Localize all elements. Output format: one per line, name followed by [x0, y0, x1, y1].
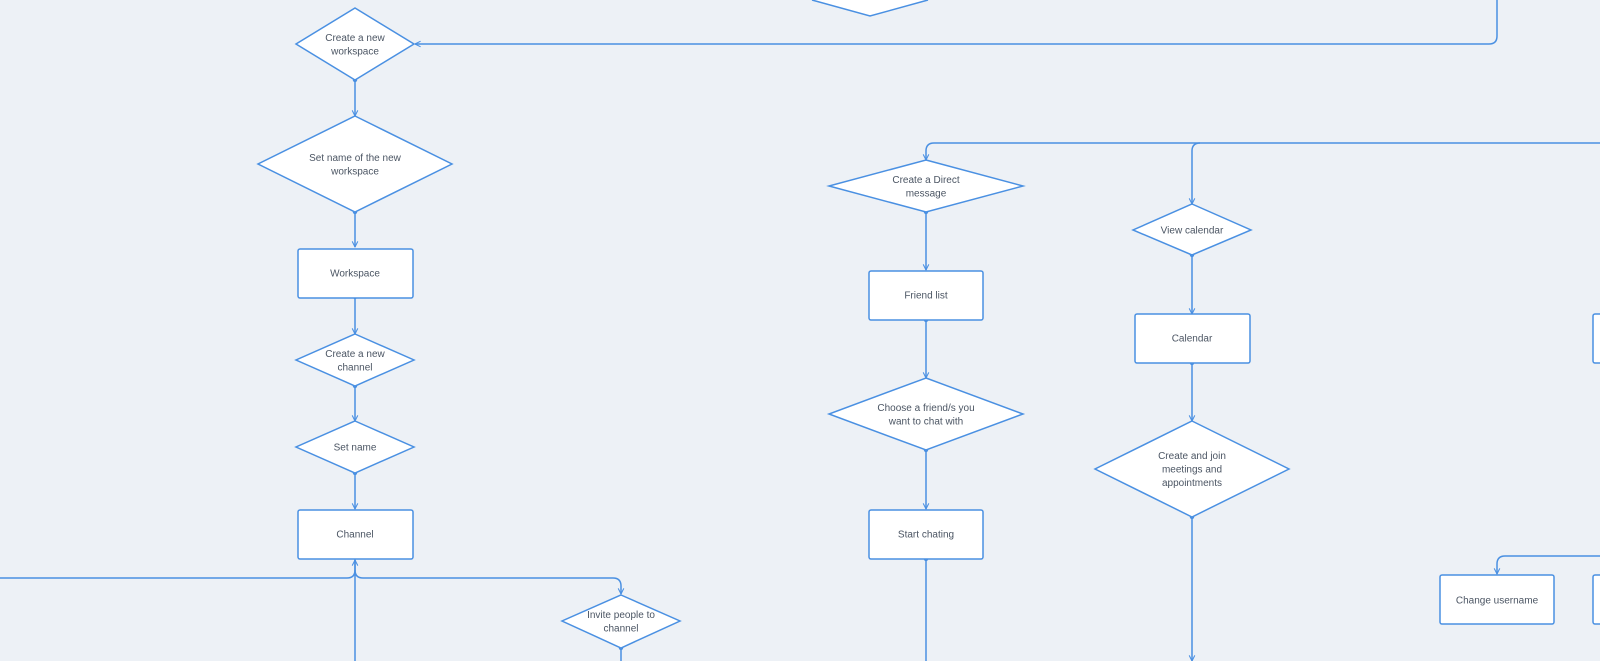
label-change-username: Change username	[1456, 596, 1539, 607]
node-view-calendar[interactable]	[1131, 203, 1253, 256]
label-line: Change username	[1456, 596, 1539, 607]
label-line: Create a new	[325, 33, 385, 44]
label-line: Create a Direct	[892, 175, 959, 186]
node-calendar[interactable]	[1134, 313, 1251, 364]
label-line: message	[906, 188, 947, 199]
node-offscreen-right-2	[1592, 574, 1600, 625]
node-create-channel[interactable]	[294, 333, 416, 387]
label-start-chating: Start chating	[898, 530, 954, 541]
label-channel: Channel	[336, 530, 373, 541]
node-create-direct-message[interactable]	[826, 159, 1026, 213]
node-invite-people[interactable]	[560, 594, 682, 649]
label-line: Set name of the new	[309, 153, 402, 164]
label-line: meetings and	[1162, 465, 1222, 476]
label-line: workspace	[330, 46, 379, 57]
label-line: Create a new	[325, 349, 385, 360]
label-friend-list: Friend list	[904, 291, 948, 302]
connector-to-change-username	[1497, 555, 1600, 574]
label-create-direct-message: Create a Direct message	[892, 175, 959, 200]
node-create-join-meetings[interactable]	[1093, 420, 1291, 518]
label-line: appointments	[1162, 478, 1222, 489]
connector-left-into-channel	[0, 560, 355, 579]
label-line: View calendar	[1161, 226, 1224, 237]
label-line: Workspace	[330, 269, 380, 280]
node-create-workspace[interactable]	[294, 7, 416, 81]
node-workspace[interactable]	[297, 248, 414, 299]
label-set-name: Set name	[334, 443, 377, 454]
connector-dots	[352, 77, 1195, 651]
connector-to-create-workspace	[415, 0, 1498, 44]
label-line: Calendar	[1172, 334, 1213, 345]
label-line: Create and join	[1158, 451, 1226, 462]
node-channel[interactable]	[297, 509, 414, 560]
label-create-join-meetings: Create and join meetings and appointments	[1158, 451, 1226, 489]
label-workspace: Workspace	[330, 269, 380, 280]
label-line: channel	[603, 623, 638, 634]
node-choose-friends[interactable]	[826, 377, 1026, 451]
label-create-channel: Create a new channel	[325, 349, 385, 374]
label-calendar: Calendar	[1172, 334, 1213, 345]
label-line: Set name	[334, 443, 377, 454]
node-friend-list[interactable]	[868, 270, 984, 321]
label-create-workspace: Create a new workspace	[325, 33, 385, 58]
label-set-workspace-name: Set name of the new workspace	[309, 153, 402, 178]
node-set-name[interactable]	[294, 420, 416, 474]
connector-channel-to-invite	[354, 569, 621, 594]
node-change-username[interactable]	[1439, 574, 1555, 625]
partial-diamond-offscreen	[811, 0, 929, 17]
label-view-calendar: View calendar	[1161, 226, 1224, 237]
label-line: Start chating	[898, 530, 954, 541]
node-set-workspace-name[interactable]	[256, 115, 454, 213]
label-line: channel	[337, 362, 372, 373]
label-choose-friends: Choose a friend/s you want to chat with	[877, 403, 974, 428]
node-offscreen-right-1	[1592, 313, 1600, 364]
label-line: Invite people to	[587, 610, 655, 621]
label-line: workspace	[330, 166, 379, 177]
label-invite-people: Invite people to channel	[587, 610, 655, 635]
label-line: Choose a friend/s you	[877, 403, 974, 414]
label-line: Channel	[336, 530, 373, 541]
label-line: want to chat with	[888, 416, 963, 427]
connector-to-direct-message	[926, 142, 1600, 160]
label-line: Friend list	[904, 291, 948, 302]
connector-to-view-calendar	[1192, 142, 1201, 204]
node-start-chating[interactable]	[868, 509, 984, 560]
